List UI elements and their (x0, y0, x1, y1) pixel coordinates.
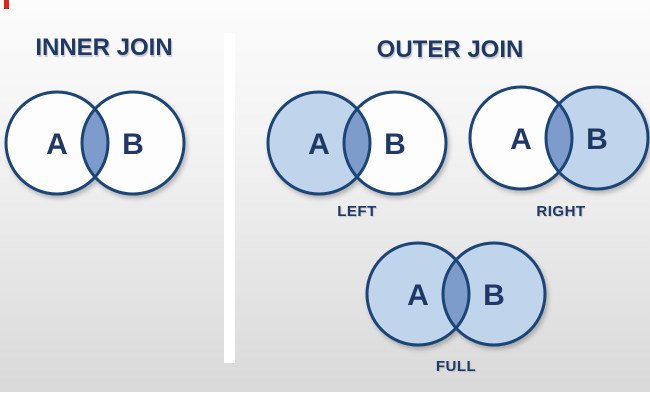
section-divider (224, 33, 235, 363)
footer-strip (0, 392, 650, 400)
circle-a-outline (4, 90, 110, 196)
circle-b-label: B (122, 128, 144, 161)
circle-a (268, 92, 370, 194)
circle-a-outline (266, 90, 372, 196)
venn-inner-join: A B (4, 90, 186, 196)
circle-b-outline (342, 90, 448, 196)
outer-join-title: OUTER JOIN (376, 36, 524, 63)
circle-b-outline (544, 85, 650, 191)
circle-b (344, 92, 446, 194)
full-join-caption: FULL (435, 358, 477, 375)
circle-b-outline (80, 90, 186, 196)
circle-a-label: A (308, 128, 330, 161)
circle-b-label: B (483, 279, 505, 312)
circle-a (6, 92, 108, 194)
circle-b (546, 87, 648, 189)
circle-a-outline (365, 241, 471, 347)
circle-a-outline (468, 85, 574, 191)
circle-a-label: A (510, 123, 532, 156)
circle-b (82, 92, 184, 194)
circle-a-label: A (407, 279, 429, 312)
venn-full-join: A B (365, 241, 547, 347)
circle-b-label: B (384, 128, 406, 161)
left-join-caption: LEFT (337, 203, 377, 220)
red-marker-top (4, 0, 9, 9)
circle-b-label: B (586, 123, 608, 156)
right-join-caption: RIGHT (536, 203, 586, 220)
venn-right-join: A B (468, 85, 650, 191)
circle-b-outline (441, 241, 547, 347)
circle-a (470, 87, 572, 189)
circle-b (443, 243, 545, 345)
circle-a (367, 243, 469, 345)
inner-join-title: INNER JOIN (35, 34, 173, 61)
circle-a-label: A (46, 128, 68, 161)
venn-left-join: A B (266, 90, 448, 196)
